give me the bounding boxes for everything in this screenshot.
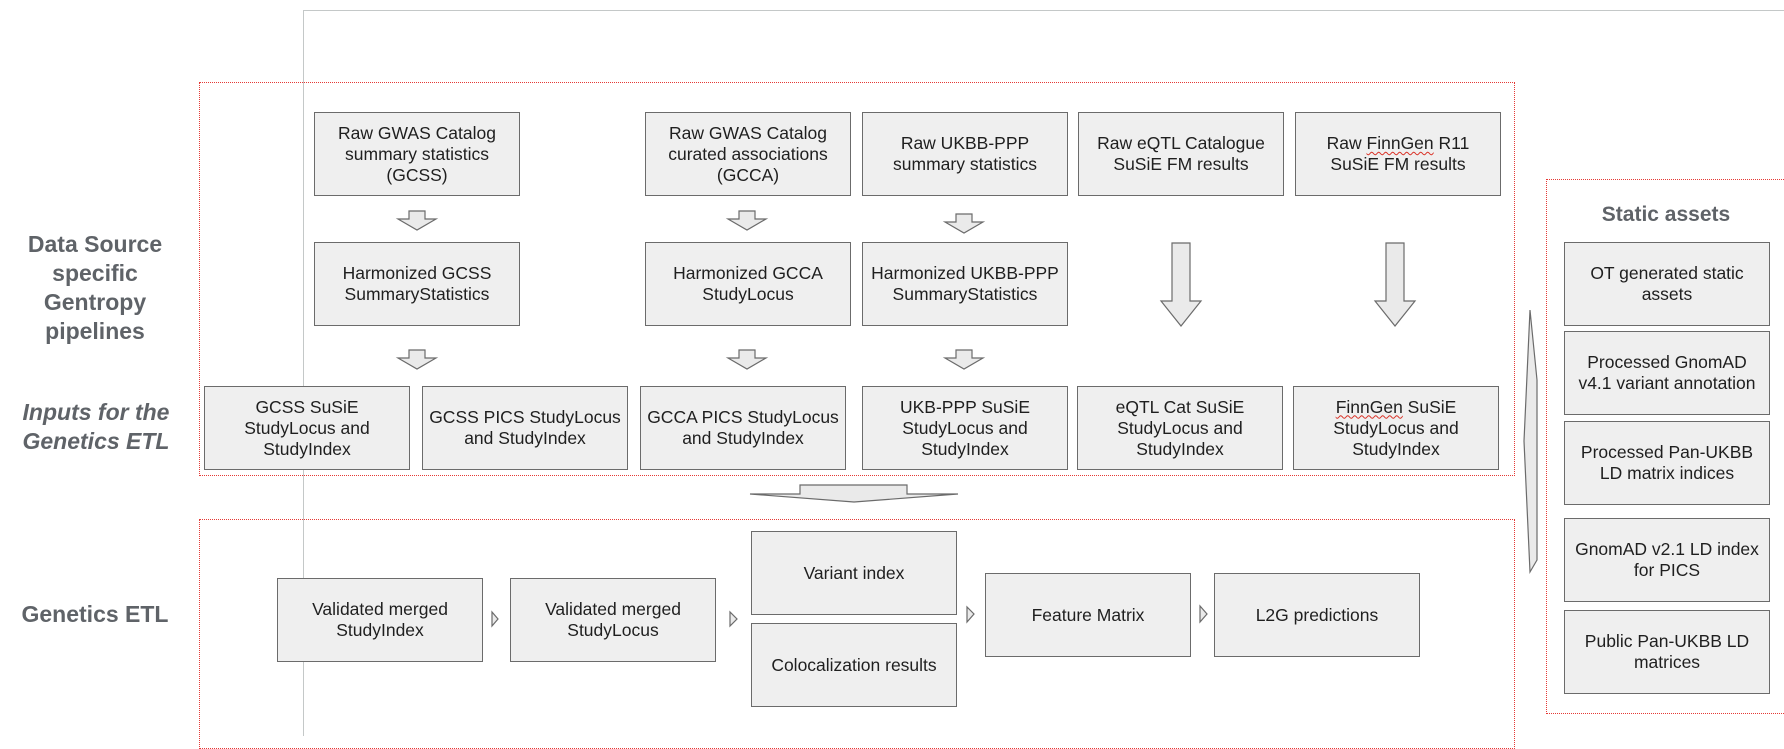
lane-title-data-source: Data Source specific Gentropy pipelines — [27, 231, 163, 344]
static-asset-label: Processed GnomAD v4.1 variant annotation — [1578, 352, 1756, 393]
down-arrow — [395, 210, 439, 231]
finngen-susie-word: FinnGen — [1335, 396, 1403, 417]
feature-matrix-label: Feature Matrix — [1031, 604, 1145, 625]
static-assets-region — [1546, 179, 1784, 714]
harmonized-ukbb-box: Harmonized UKBB-PPP SummaryStatistics — [862, 242, 1068, 326]
raw-finngen-prefix: Raw — [1326, 133, 1367, 153]
finngen-susie-suffix: SuSiE StudyLocus and StudyIndex — [1333, 396, 1459, 459]
static-asset-label: Processed Pan-UKBB LD matrix indices — [1580, 442, 1754, 483]
variant-index-box: Variant index — [751, 531, 957, 615]
raw-gcca-box: Raw GWAS Catalog curated associations (G… — [645, 112, 851, 196]
finngen-susie-box: FinnGen SuSiE StudyLocus and StudyIndex — [1293, 386, 1499, 470]
static-asset-box: Processed Pan-UKBB LD matrix indices — [1564, 421, 1770, 505]
down-arrow — [725, 210, 769, 231]
gcca-pics-label: GCCA PICS StudyLocus and StudyIndex — [647, 407, 839, 448]
raw-gcss-label: Raw GWAS Catalog summary statistics (GCS… — [338, 122, 496, 185]
right-arrow — [966, 605, 975, 624]
raw-finngen-box: Raw FinnGen R11 SuSiE FM results — [1295, 112, 1501, 196]
eqtl-susie-label: eQTL Cat SuSiE StudyLocus and StudyIndex — [1115, 396, 1245, 459]
gcss-pics-box: GCSS PICS StudyLocus and StudyIndex — [422, 386, 628, 470]
right-arrow — [491, 610, 499, 628]
raw-finngen-word: FinnGen — [1366, 133, 1434, 153]
left-arrow — [1523, 309, 1538, 575]
slide-edge-top — [303, 10, 1784, 11]
gcss-susie-box: GCSS SuSiE StudyLocus and StudyIndex — [204, 386, 410, 470]
data-source-region — [199, 82, 1515, 476]
raw-finngen-label: Raw FinnGen R11 SuSiE FM results — [1302, 133, 1494, 175]
ukb-susie-label: UKB-PPP SuSiE StudyLocus and StudyIndex — [899, 396, 1030, 459]
static-asset-box: GnomAD v2.1 LD index for PICS — [1564, 518, 1770, 602]
raw-ukbb-label: Raw UKBB-PPP summary statistics — [893, 133, 1037, 174]
l2g-predictions-box: L2G predictions — [1214, 573, 1420, 657]
down-arrow-long — [1159, 242, 1203, 327]
static-asset-label: GnomAD v2.1 LD index for PICS — [1575, 539, 1759, 580]
down-arrow — [942, 349, 986, 370]
gcca-pics-box: GCCA PICS StudyLocus and StudyIndex — [640, 386, 846, 470]
right-arrow — [1199, 604, 1208, 624]
harmonized-gcca-label: Harmonized GCCA StudyLocus — [673, 263, 823, 304]
validated-study-index-box: Validated merged StudyIndex — [277, 578, 483, 662]
gcss-susie-label: GCSS SuSiE StudyLocus and StudyIndex — [244, 396, 370, 459]
raw-eqtl-box: Raw eQTL Catalogue SuSiE FM results — [1078, 112, 1284, 196]
static-assets-title: Static assets — [1601, 203, 1731, 226]
feature-matrix-box: Feature Matrix — [985, 573, 1191, 657]
raw-gcca-label: Raw GWAS Catalog curated associations (G… — [668, 122, 828, 185]
validated-study-locus-label: Validated merged StudyLocus — [545, 599, 681, 640]
harmonized-gcca-box: Harmonized GCCA StudyLocus — [645, 242, 851, 326]
validated-study-index-label: Validated merged StudyIndex — [312, 599, 448, 640]
raw-finngen-suffix: R11 SuSiE FM results — [1330, 133, 1470, 174]
static-asset-box: OT generated static assets — [1564, 242, 1770, 326]
ukb-susie-box: UKB-PPP SuSiE StudyLocus and StudyIndex — [862, 386, 1068, 470]
slide-edge-left — [303, 10, 304, 736]
right-arrow — [729, 610, 738, 628]
raw-gcss-box: Raw GWAS Catalog summary statistics (GCS… — [314, 112, 520, 196]
lane-title-inputs: Inputs for the Genetics ETL — [22, 399, 170, 454]
down-arrow-long — [1373, 242, 1417, 327]
down-arrow — [942, 213, 986, 234]
down-arrow — [725, 349, 769, 370]
eqtl-susie-box: eQTL Cat SuSiE StudyLocus and StudyIndex — [1077, 386, 1283, 470]
harmonized-gcss-label: Harmonized GCSS SummaryStatistics — [342, 263, 492, 304]
colocalization-box: Colocalization results — [751, 623, 957, 707]
validated-study-locus-box: Validated merged StudyLocus — [510, 578, 716, 662]
lane-title-genetics-etl: Genetics ETL — [21, 601, 169, 627]
variant-index-label: Variant index — [803, 562, 905, 583]
raw-eqtl-label: Raw eQTL Catalogue SuSiE FM results — [1097, 133, 1265, 174]
static-asset-box: Public Pan-UKBB LD matrices — [1564, 610, 1770, 694]
wide-down-arrow — [749, 484, 959, 503]
down-arrow — [395, 349, 439, 370]
static-asset-label: OT generated static assets — [1590, 263, 1744, 304]
gcss-pics-label: GCSS PICS StudyLocus and StudyIndex — [429, 407, 621, 448]
static-asset-box: Processed GnomAD v4.1 variant annotation — [1564, 331, 1770, 415]
finngen-susie-label: FinnGen SuSiE StudyLocus and StudyIndex — [1300, 397, 1492, 460]
static-asset-label: Public Pan-UKBB LD matrices — [1584, 631, 1750, 672]
harmonized-gcss-box: Harmonized GCSS SummaryStatistics — [314, 242, 520, 326]
raw-ukbb-box: Raw UKBB-PPP summary statistics — [862, 112, 1068, 196]
harmonized-ukbb-label: Harmonized UKBB-PPP SummaryStatistics — [871, 263, 1059, 304]
l2g-predictions-label: L2G predictions — [1255, 604, 1379, 625]
colocalization-label: Colocalization results — [771, 654, 937, 675]
